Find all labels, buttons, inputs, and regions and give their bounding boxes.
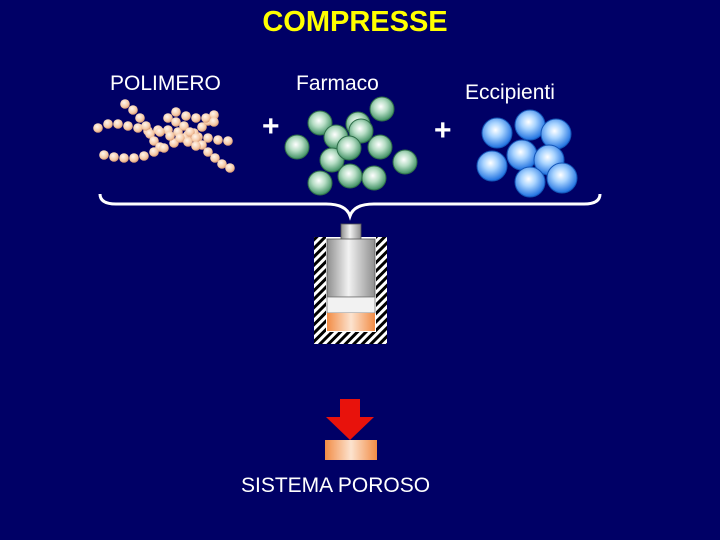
polymer-chain-icon xyxy=(93,99,235,173)
polymer-bead xyxy=(163,113,173,123)
drug-particle xyxy=(336,135,362,161)
polymer-bead xyxy=(119,153,129,163)
grouping-brace-icon xyxy=(98,193,602,221)
polymer-bead xyxy=(209,110,219,120)
polymer-bead xyxy=(210,153,220,163)
polymer-bead xyxy=(209,117,219,127)
excipients-label: Eccipienti xyxy=(465,81,555,104)
page-title: COMPRESSE xyxy=(262,6,448,38)
drug-particle xyxy=(319,147,345,173)
polymer-bead xyxy=(113,119,123,129)
plus-sign: + xyxy=(262,110,280,143)
drug-particle xyxy=(337,163,363,189)
polymer-bead xyxy=(165,131,175,141)
polymer-bead xyxy=(225,163,235,173)
drug-particle xyxy=(392,149,418,175)
excipient-particle xyxy=(506,139,538,171)
polymer-label: POLIMERO xyxy=(110,72,221,95)
polymer-bead xyxy=(149,147,159,157)
polymer-bead xyxy=(145,129,155,139)
polymer-bead xyxy=(139,151,149,161)
polymer-bead xyxy=(109,152,119,162)
plus-sign: + xyxy=(434,114,452,147)
polymer-bead xyxy=(141,121,151,131)
down-arrow-icon xyxy=(326,399,374,440)
excipient-particles-icon xyxy=(476,109,578,198)
polymer-bead xyxy=(175,133,185,143)
polymer-bead xyxy=(203,133,213,143)
tablet-press-die-icon xyxy=(314,223,387,344)
polymer-bead xyxy=(128,105,138,115)
polymer-bead xyxy=(217,159,227,169)
drug-particle xyxy=(369,96,395,122)
polymer-bead xyxy=(191,113,201,123)
polymer-bead xyxy=(171,107,181,117)
polymer-bead xyxy=(149,136,159,146)
excipient-particle xyxy=(546,162,578,194)
polymer-bead xyxy=(197,122,207,132)
excipient-particle xyxy=(476,150,508,182)
drug-particle xyxy=(361,165,387,191)
excipient-particle xyxy=(514,109,546,141)
polymer-bead xyxy=(135,113,145,123)
polymer-bead xyxy=(191,141,201,151)
polymer-bead xyxy=(185,127,195,137)
drug-particle xyxy=(367,134,393,160)
polymer-bead xyxy=(213,135,223,145)
porous-tablet-icon xyxy=(325,440,377,460)
excipient-particle xyxy=(540,118,572,150)
polymer-bead xyxy=(93,123,103,133)
polymer-bead xyxy=(203,147,213,157)
polymer-bead xyxy=(120,99,130,109)
polymer-bead xyxy=(123,121,133,131)
polymer-bead xyxy=(179,121,189,131)
polymer-bead xyxy=(155,127,165,137)
excipient-particle xyxy=(514,166,546,198)
drug-particles-icon xyxy=(284,96,418,196)
result-label: SISTEMA POROSO xyxy=(241,474,431,497)
polymer-bead xyxy=(191,133,201,143)
polymer-bead xyxy=(103,119,113,129)
polymer-bead xyxy=(181,111,191,121)
drug-particle xyxy=(348,118,374,144)
drug-label: Farmaco xyxy=(296,72,379,95)
drug-particle xyxy=(307,170,333,196)
drug-particle xyxy=(284,134,310,160)
excipient-particle xyxy=(481,117,513,149)
drug-particle xyxy=(307,110,333,136)
polymer-bead xyxy=(183,137,193,147)
polymer-bead xyxy=(223,136,233,146)
polymer-bead xyxy=(133,123,143,133)
polymer-bead xyxy=(171,117,181,127)
polymer-bead xyxy=(159,143,169,153)
polymer-bead xyxy=(201,113,211,123)
polymer-bead xyxy=(99,150,109,160)
polymer-bead xyxy=(129,153,139,163)
